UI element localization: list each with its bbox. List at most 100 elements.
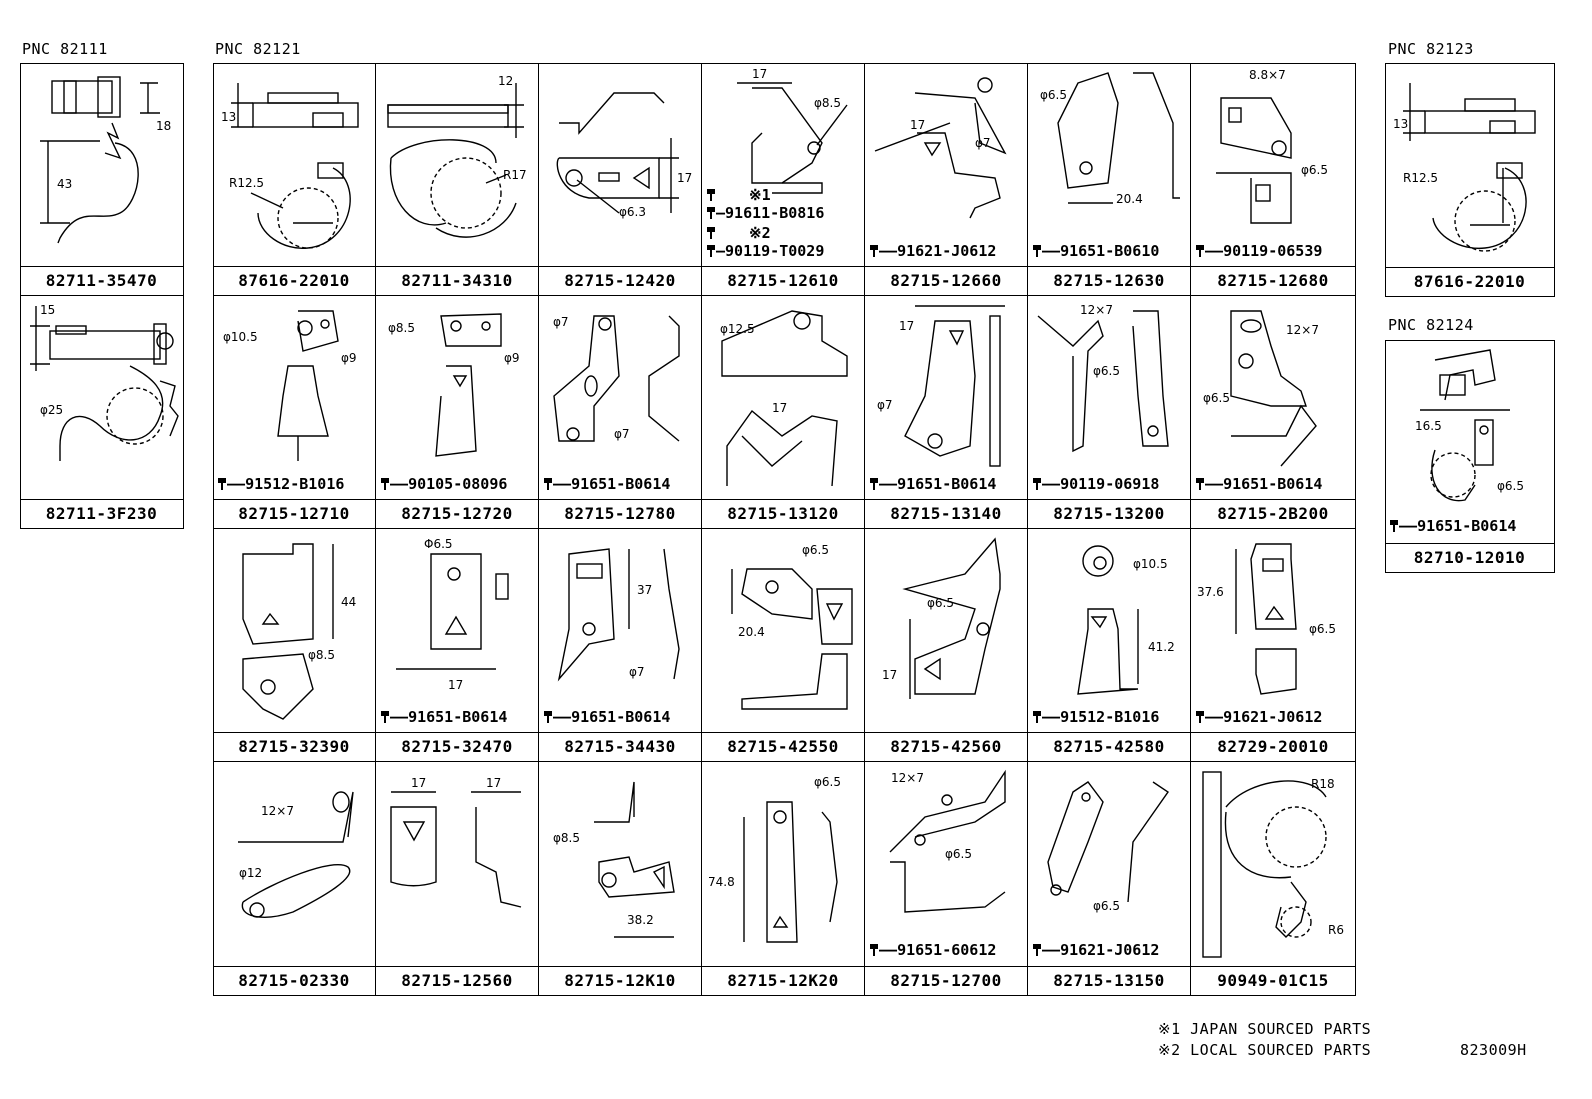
dim-label: 13 bbox=[1393, 117, 1409, 131]
bolt-part[interactable]: ——90119-06539 bbox=[1195, 243, 1322, 259]
bolt-number: 91621-J0612 bbox=[1060, 941, 1160, 959]
part-number: 82715-12630 bbox=[1028, 266, 1190, 295]
part-number: 82715-12K20 bbox=[702, 966, 864, 995]
part-cell[interactable]: φ10.5 φ9 ——91512-B1016 82715-12710 bbox=[213, 296, 376, 529]
dim-label: φ7 bbox=[877, 398, 893, 412]
bolt-part[interactable]: ——91651-B0614 bbox=[1389, 518, 1516, 534]
bolt-part[interactable]: ——91651-B0614 bbox=[543, 476, 670, 492]
dim-label: R6 bbox=[1328, 923, 1344, 937]
bolt-part[interactable]: —90119-T0029 bbox=[706, 243, 824, 259]
part-cell[interactable]: φ10.5 41.2 ——91512-B1016 82715-42580 bbox=[1028, 529, 1191, 762]
part-cell[interactable]: φ8.5 φ9 ——90105-08096 82715-12720 bbox=[376, 296, 539, 529]
dim-label: φ6.5 bbox=[927, 596, 954, 610]
part-cell[interactable]: 17 φ7 ——91651-B0614 82715-13140 bbox=[865, 296, 1028, 529]
part-number: 82715-12680 bbox=[1191, 266, 1355, 295]
dim-label: 16.5 bbox=[1415, 419, 1442, 433]
clamp-drawing bbox=[1403, 83, 1536, 252]
note-local-sourced: ※2 LOCAL SOURCED PARTS bbox=[1158, 1041, 1372, 1059]
part-cell[interactable]: 12×7 φ12 82715-02330 bbox=[213, 762, 376, 996]
dim-label: φ12.5 bbox=[720, 322, 755, 336]
dim-label: 43 bbox=[57, 177, 73, 191]
clamp-drawing bbox=[556, 92, 679, 214]
part-number: 82715-13150 bbox=[1028, 966, 1190, 995]
clamp-drawing bbox=[737, 82, 848, 194]
part-cell[interactable]: Φ6.5 17 ——91651-B0614 82715-32470 bbox=[376, 529, 539, 762]
dim-label: 17 bbox=[910, 118, 926, 132]
dim-label: φ6.5 bbox=[1309, 622, 1336, 636]
pnc-label-82124: PNC 82124 bbox=[1388, 316, 1474, 334]
bolt-part[interactable]: ——91621-J0612 bbox=[1032, 942, 1159, 958]
part-cell[interactable]: φ6.5 20.4 82715-42550 bbox=[702, 529, 865, 762]
part-number: 82715-12420 bbox=[539, 266, 701, 295]
bolt-part[interactable]: ——91651-B0614 bbox=[869, 476, 996, 492]
part-cell[interactable]: 13 R12.5 87616-22010 bbox=[1385, 63, 1555, 297]
part-number: 82715-13200 bbox=[1028, 499, 1190, 528]
part-cell[interactable]: 12 R17 82711-34310 bbox=[376, 63, 539, 296]
part-cell[interactable]: R18 R6 90949-01C15 bbox=[1191, 762, 1356, 996]
clamp-drawing bbox=[1420, 349, 1510, 502]
part-cell[interactable]: 12×7 φ6.5 ——91651-B0614 82715-2B200 bbox=[1191, 296, 1356, 529]
bolt-number: 91651-B0614 bbox=[1223, 475, 1323, 493]
dim-label: 20.4 bbox=[738, 625, 765, 639]
bolt-part[interactable]: ——90105-08096 bbox=[380, 476, 507, 492]
part-cell[interactable]: 44 φ8.5 82715-32390 bbox=[213, 529, 376, 762]
part-cell[interactable]: φ6.5 20.4 ——91651-B0610 82715-12630 bbox=[1028, 63, 1191, 296]
clamp-drawing bbox=[396, 553, 509, 670]
part-cell[interactable]: 18 43 82711-35470 bbox=[20, 63, 184, 296]
bolt-part[interactable]: —91611-B0816 bbox=[706, 205, 824, 221]
part-cell[interactable]: 17 φ8.5 ※1 —91611-B0816 ※2 —90119-T0029 … bbox=[702, 63, 865, 296]
part-cell[interactable]: φ6.5 ——91621-J0612 82715-13150 bbox=[1028, 762, 1191, 996]
dim-label: 38.2 bbox=[627, 913, 654, 927]
bolt-part[interactable]: ——91651-B0614 bbox=[1195, 476, 1322, 492]
part-cell[interactable]: 15 φ25 82711-3F230 bbox=[20, 296, 184, 529]
part-cell[interactable]: 17 φ7 ——91621-J0612 82715-12660 bbox=[865, 63, 1028, 296]
bolt-part[interactable]: ——91651-B0610 bbox=[1032, 243, 1159, 259]
part-cell[interactable]: 16.5 φ6.5 ——91651-B0614 82710-12010 bbox=[1385, 340, 1555, 573]
part-cell[interactable]: 12×7 φ6.5 ——91651-60612 82715-12700 bbox=[865, 762, 1028, 996]
clamp-drawing bbox=[435, 313, 502, 457]
clamp-drawing bbox=[1235, 543, 1297, 695]
dim-label: 17 bbox=[752, 67, 768, 81]
part-number: 82715-13140 bbox=[865, 499, 1027, 528]
bolt-part[interactable]: ——91512-B1016 bbox=[1032, 709, 1159, 725]
part-cell[interactable]: 37 φ7 ——91651-B0614 82715-34430 bbox=[539, 529, 702, 762]
clamp-drawing bbox=[721, 310, 848, 487]
bolt-icon bbox=[380, 710, 390, 723]
bolt-part[interactable]: ——90119-06918 bbox=[1032, 476, 1159, 492]
part-cell[interactable]: φ6.5 74.8 82715-12K20 bbox=[702, 762, 865, 996]
part-cell[interactable]: φ12.5 17 82715-13120 bbox=[702, 296, 865, 529]
part-cell[interactable]: φ7 φ7 ——91651-B0614 82715-12780 bbox=[539, 296, 702, 529]
dim-label: R12.5 bbox=[1403, 171, 1439, 185]
part-cell[interactable]: 8.8×7 φ6.5 ——90119-06539 82715-12680 bbox=[1191, 63, 1356, 296]
dim-label: φ6.5 bbox=[1497, 479, 1524, 493]
local-mark: ※2 bbox=[749, 224, 771, 242]
dim-label: φ6.5 bbox=[945, 847, 972, 861]
part-cell[interactable]: 17 φ6.3 82715-12420 bbox=[539, 63, 702, 296]
part-number: 87616-22010 bbox=[1385, 267, 1554, 296]
bolt-part[interactable]: ——91512-B1016 bbox=[217, 476, 344, 492]
bolt-part[interactable]: ——91621-J0612 bbox=[869, 243, 996, 259]
bolt-part[interactable]: ——91651-B0614 bbox=[543, 709, 670, 725]
diagram-code: 823009H bbox=[1460, 1041, 1527, 1059]
dim-label: φ12 bbox=[239, 866, 263, 880]
bolt-part[interactable]: ——91651-60612 bbox=[869, 942, 996, 958]
bolt-part[interactable]: ——91651-B0614 bbox=[380, 709, 507, 725]
clamp-drawing bbox=[1216, 97, 1292, 224]
part-cell[interactable]: φ6.5 17 82715-42560 bbox=[865, 529, 1028, 762]
note-japan-sourced: ※1 JAPAN SOURCED PARTS bbox=[1158, 1020, 1372, 1038]
dim-label: Φ6.5 bbox=[424, 537, 453, 551]
part-cell[interactable]: 17 17 82715-12560 bbox=[376, 762, 539, 996]
part-cell[interactable]: φ8.5 38.2 82715-12K10 bbox=[539, 762, 702, 996]
part-number: 82711-35470 bbox=[20, 266, 183, 295]
part-number: 82715-34430 bbox=[539, 732, 701, 761]
bolt-icon bbox=[380, 477, 390, 490]
clamp-drawing bbox=[889, 769, 1006, 913]
bolt-icon bbox=[706, 226, 716, 239]
part-cell[interactable]: 37.6 φ6.5 ——91621-J0612 82729-20010 bbox=[1191, 529, 1356, 762]
bolt-icon bbox=[1032, 710, 1042, 723]
part-cell[interactable]: 13 R12.5 87616-22010 bbox=[213, 63, 376, 296]
pnc-label-82121: PNC 82121 bbox=[215, 40, 301, 58]
part-number: 82715-12K10 bbox=[539, 966, 701, 995]
bolt-part[interactable]: ——91621-J0612 bbox=[1195, 709, 1322, 725]
part-cell[interactable]: 12×7 φ6.5 ——90119-06918 82715-13200 bbox=[1028, 296, 1191, 529]
